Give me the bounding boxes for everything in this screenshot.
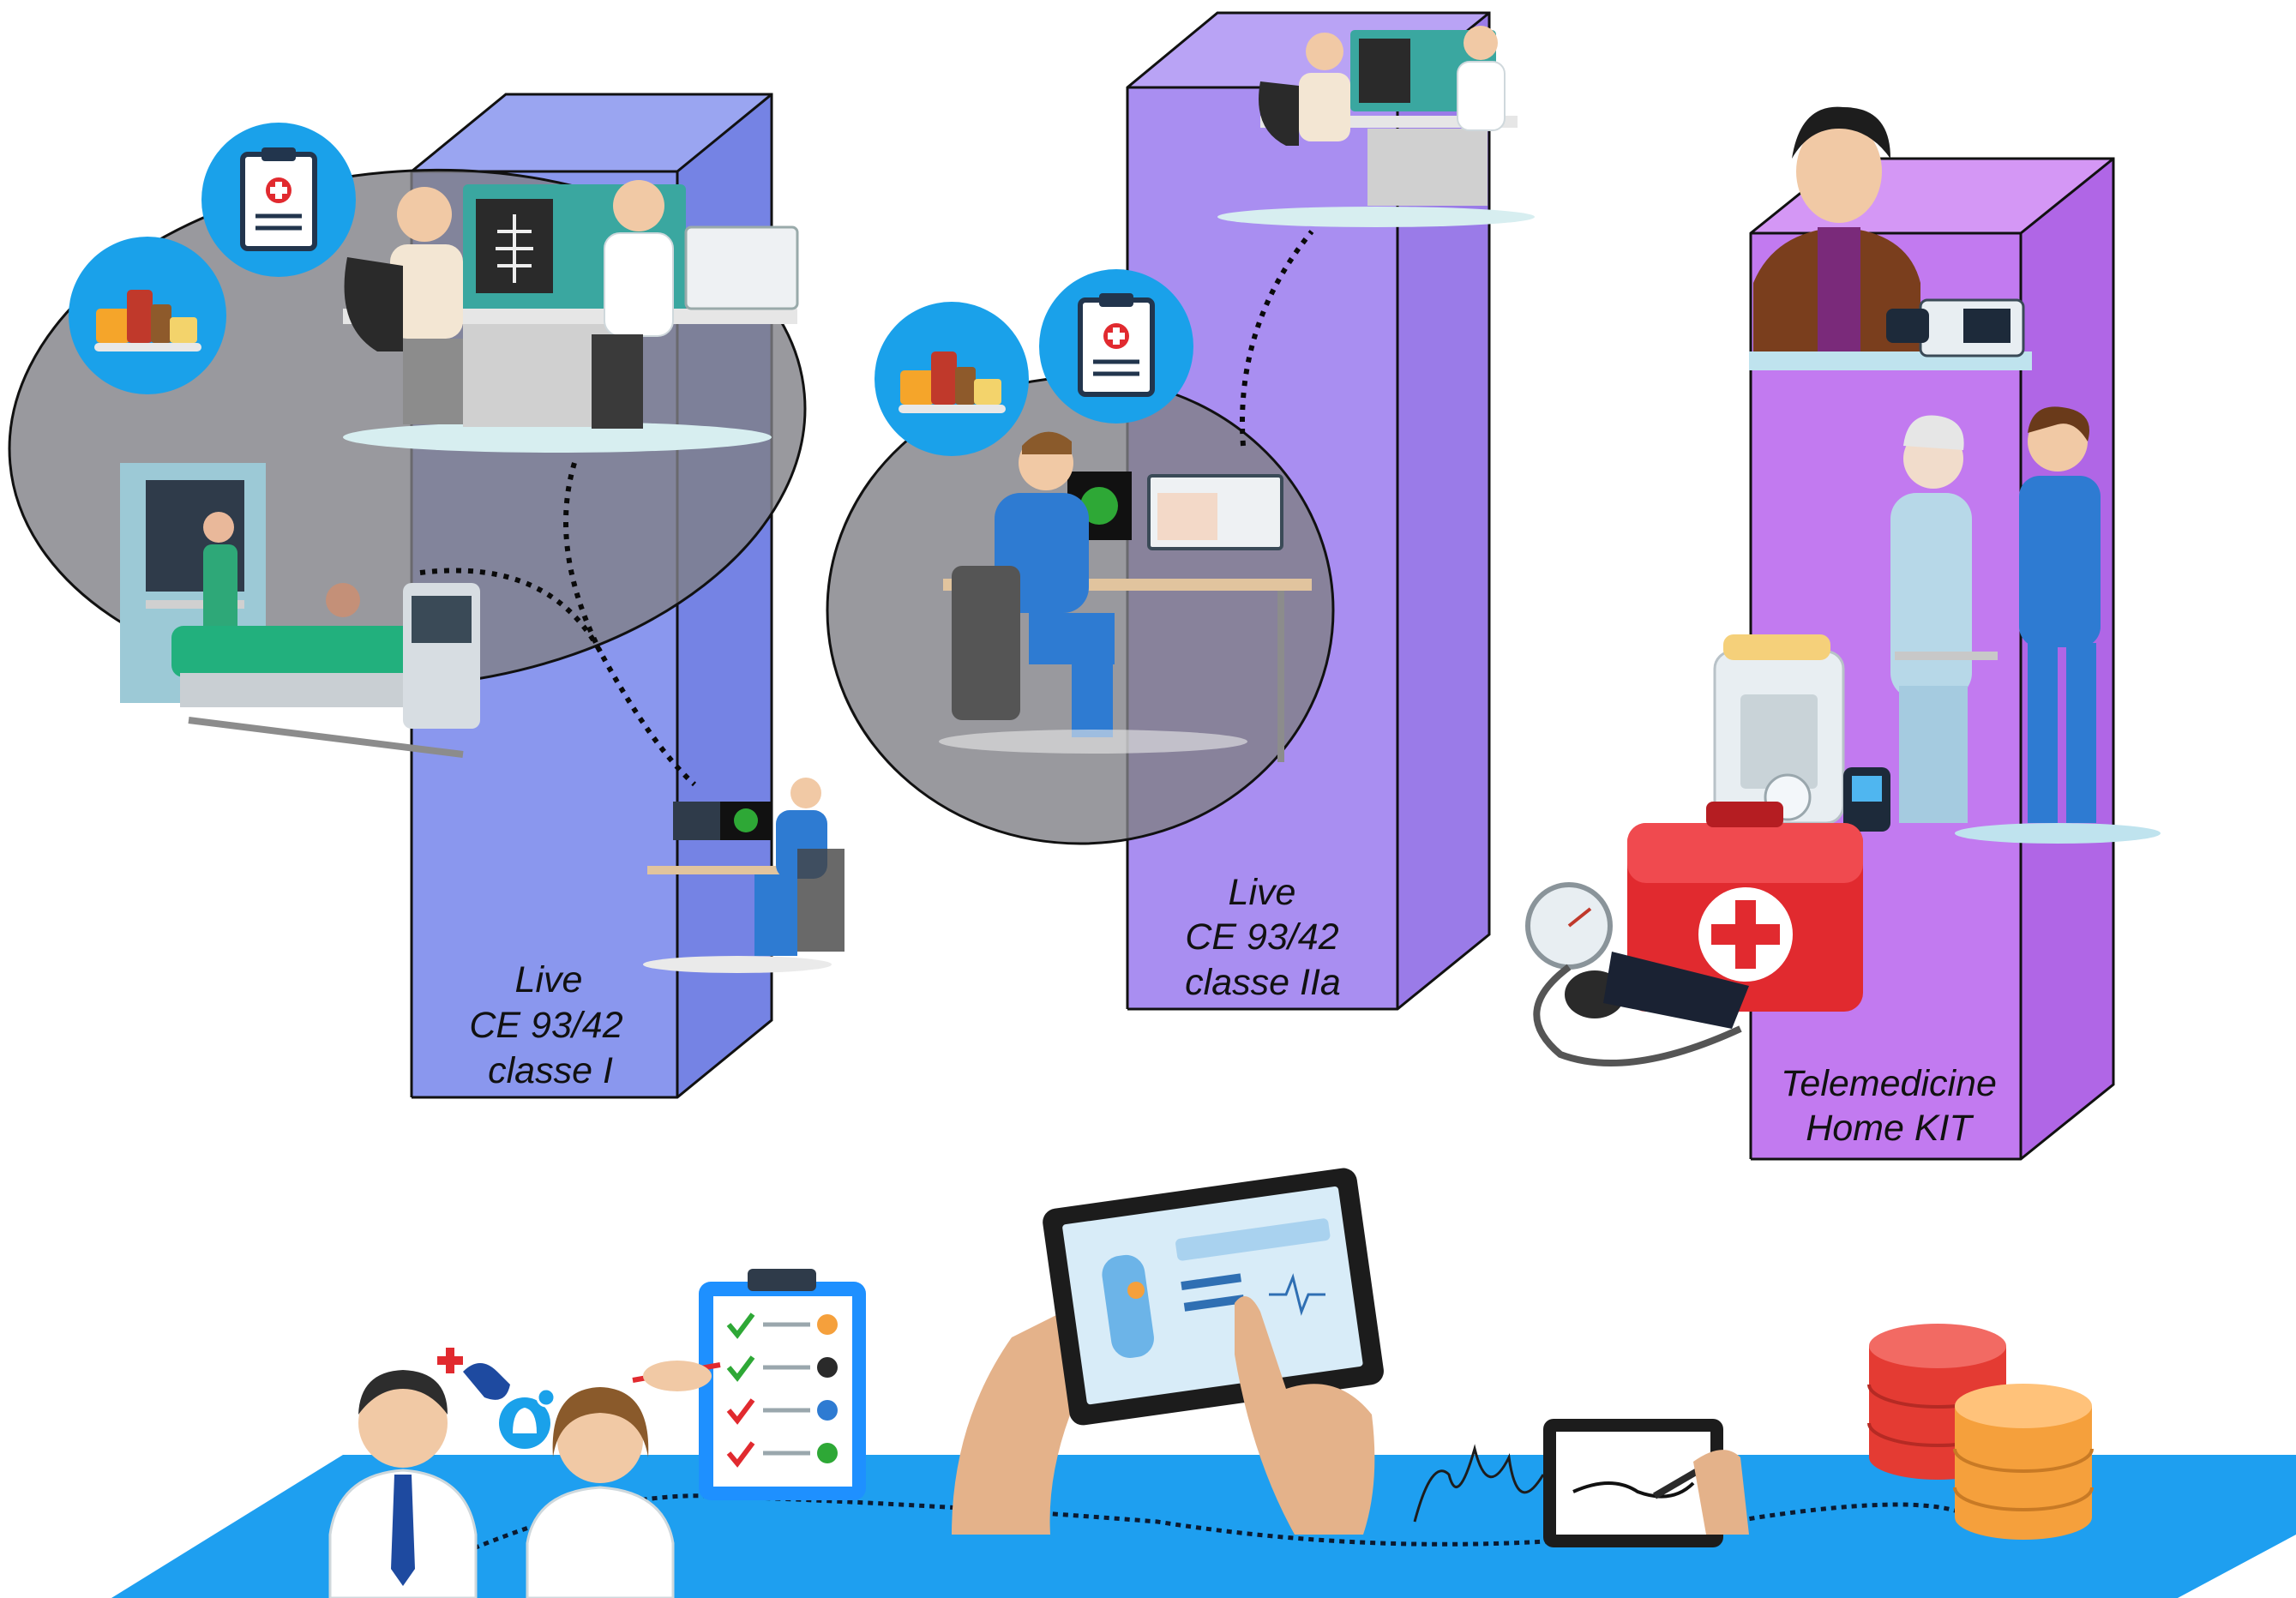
phone-icon	[437, 1348, 510, 1400]
signature-pad-icon	[1413, 1419, 1749, 1547]
clipboard-icon	[201, 123, 356, 277]
radiology-ellipse	[826, 375, 1335, 845]
database-icon	[1867, 1324, 2094, 1540]
platform-connection-line	[444, 1493, 1974, 1563]
hospital-bed-scene	[120, 463, 480, 758]
dotted-link-1	[419, 462, 697, 787]
block1-label-line1: Live	[515, 959, 583, 1000]
block1-label-line3: classe I	[488, 1050, 613, 1091]
blood-pressure-icon	[1525, 882, 1749, 1066]
bell-icon	[499, 1387, 556, 1449]
first-aid-kit-icon	[1627, 802, 1863, 1012]
block2-label-line2: CE 93/42	[1185, 916, 1338, 958]
medicines-icon	[69, 237, 226, 394]
doctor-consult-scene-1	[343, 180, 799, 453]
block3-label-line1: Telemedicine	[1781, 1063, 1997, 1104]
block2-label-line1: Live	[1229, 872, 1296, 913]
checklist-icon	[632, 1269, 866, 1500]
block2-label-line3: classe IIa	[1185, 962, 1341, 1003]
clipboard-icon	[1039, 269, 1193, 424]
doctor-male-icon	[328, 1370, 478, 1598]
doctor-consult-scene-2	[1217, 26, 1535, 227]
medicines-icon	[875, 302, 1029, 456]
doctor-female-icon	[526, 1387, 675, 1598]
nurse-elderly-scene	[1890, 406, 2161, 844]
tablet-icon	[952, 1168, 1384, 1535]
patient-bp-monitor-scene	[1749, 106, 2032, 370]
radiologist-workstation	[939, 431, 1312, 762]
remote-workstation-1	[643, 778, 844, 973]
block3-label-line2: Home KIT	[1806, 1108, 1974, 1149]
block1-label-line2: CE 93/42	[469, 1005, 622, 1046]
ecg-monitor-device	[1713, 634, 1890, 832]
